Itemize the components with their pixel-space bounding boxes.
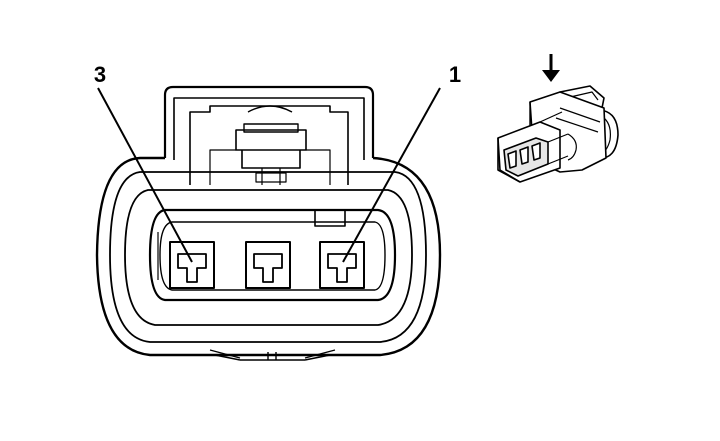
terminal-cavity-2	[245, 241, 291, 289]
insertion-arrow-icon	[542, 54, 560, 82]
keying-notch	[314, 209, 346, 227]
latch-housing	[163, 85, 375, 185]
connector-isometric-view	[497, 54, 619, 183]
leader-line-pin-3	[97, 87, 193, 263]
pin-label-1: 1	[449, 62, 461, 87]
latch-tab	[235, 129, 307, 151]
leader-line-pin-1	[342, 87, 441, 263]
pin-label-3: 3	[94, 62, 106, 87]
connector-outer-shell	[95, 156, 442, 357]
connector-face-view	[95, 85, 442, 361]
terminal-cavity-3	[169, 241, 215, 289]
socket-face	[148, 208, 397, 302]
terminal-cavity-1	[319, 241, 365, 289]
